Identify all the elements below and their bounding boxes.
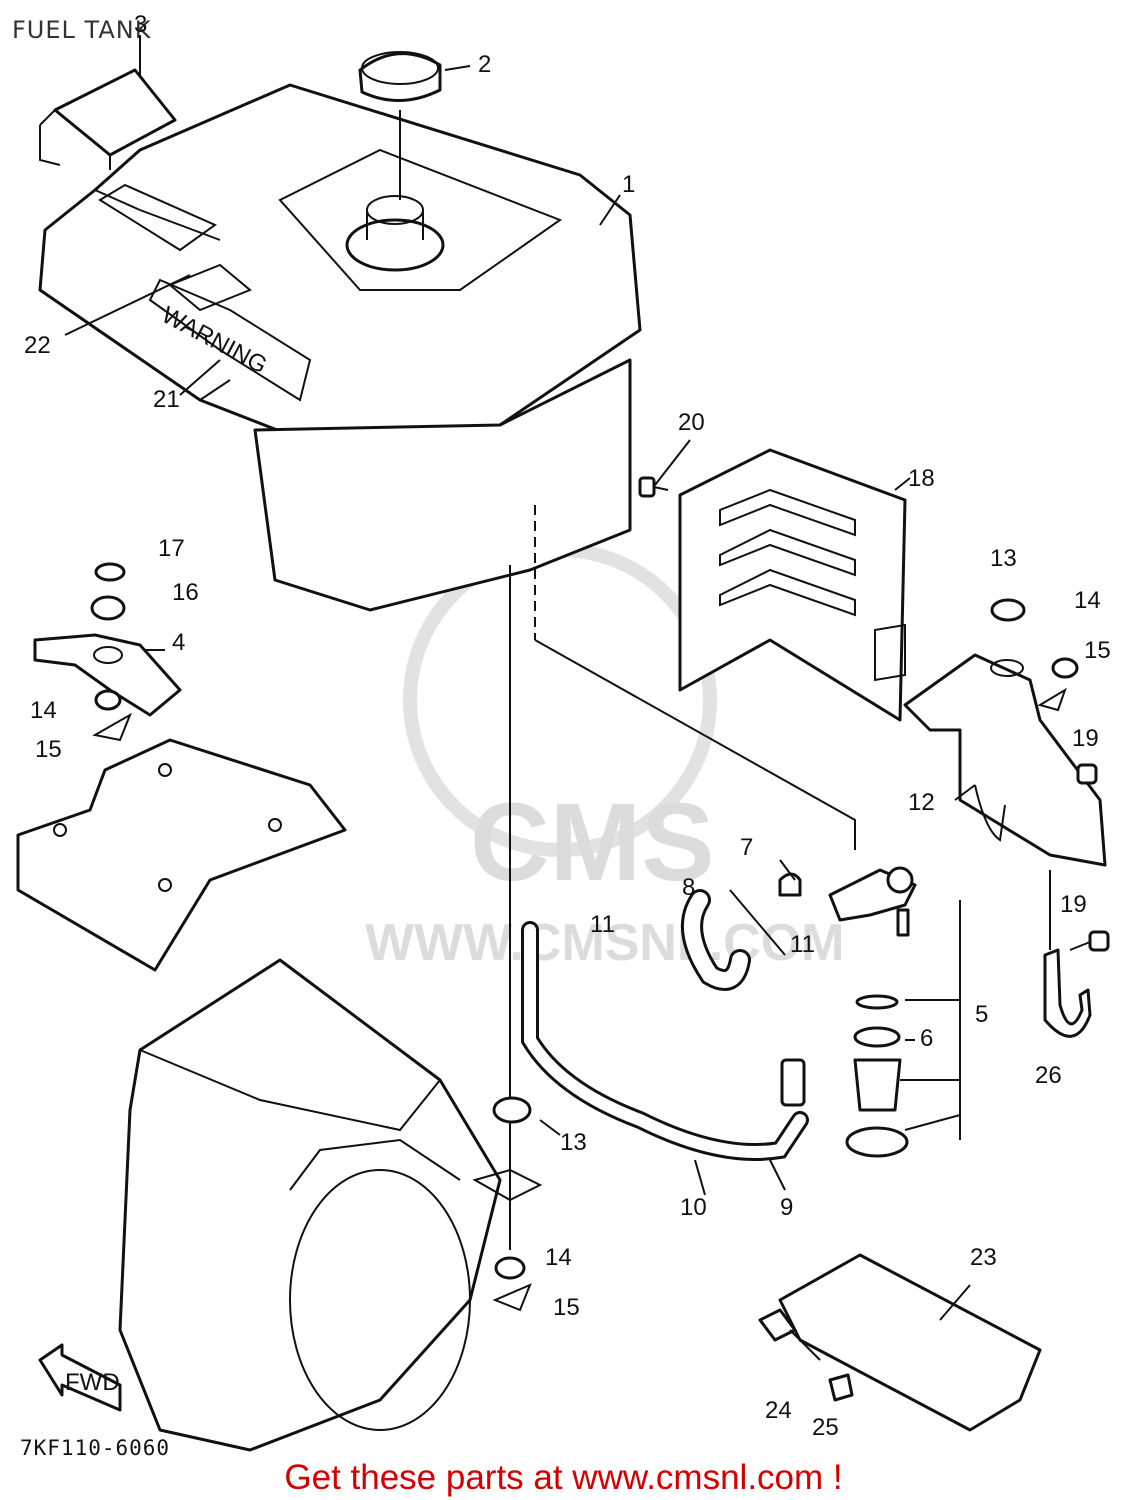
callout-14-lower: 14 [545, 1244, 572, 1271]
callout-22: 22 [24, 332, 51, 359]
callout-leaders [64, 35, 1051, 1321]
assembly-lines [509, 505, 856, 1250]
part-13-14-15-upper-right [990, 598, 1079, 712]
callout-21: 21 [153, 386, 180, 413]
watermark-brand: CMS [470, 781, 714, 904]
callout-24: 24 [765, 1397, 792, 1424]
part-9-10-fuel-pipe [521, 921, 809, 1161]
callout-19-lower: 19 [1060, 891, 1087, 918]
callout-9: 9 [780, 1194, 793, 1221]
callout-11-right: 11 [790, 931, 815, 958]
callout-14-right: 14 [1074, 587, 1101, 614]
part-12-bracket [903, 653, 1107, 867]
callout-10: 10 [680, 1194, 707, 1221]
callout-7: 7 [740, 834, 753, 861]
part-13-14-15-lower [472, 1096, 543, 1312]
callout-numbers: 2 1 3 22 21 17 16 4 14 15 20 18 13 14 15… [24, 11, 1111, 1441]
callout-5: 5 [975, 1001, 988, 1028]
part-23-24-25-guard [758, 1253, 1042, 1432]
callout-16: 16 [172, 579, 199, 606]
part-20-bolt [638, 476, 669, 498]
part-3-bracket [39, 68, 177, 170]
watermark-url: WWW.CMSNL.COM [365, 914, 844, 972]
callout-25: 25 [812, 1414, 839, 1441]
part-19-bolts [1069, 763, 1110, 952]
part-1-fuel-tank: WARNING [38, 83, 642, 612]
part-26-clamp [1043, 948, 1092, 1038]
part-5-fuel-cock [778, 866, 917, 1158]
fwd-arrow: FWD [38, 1343, 122, 1412]
callout-1: 1 [622, 171, 635, 198]
diagram-title: FUEL TANK [12, 16, 152, 44]
callout-15-lower: 15 [553, 1294, 580, 1321]
fwd-label: FWD [65, 1369, 120, 1396]
part-2-fuel-cap [358, 51, 442, 200]
part-8-hose [681, 889, 751, 991]
callout-6: 6 [920, 1025, 933, 1052]
callout-13-right: 13 [990, 545, 1017, 572]
callout-23: 23 [970, 1244, 997, 1271]
callout-3: 3 [134, 11, 147, 38]
callout-4: 4 [172, 629, 185, 656]
callout-2: 2 [478, 51, 491, 78]
part-4-mount-group [33, 562, 182, 742]
callout-19-upper: 19 [1072, 725, 1099, 752]
callout-20: 20 [678, 409, 705, 436]
callout-15-left: 15 [35, 736, 62, 763]
callout-15-right: 15 [1084, 637, 1111, 664]
callout-11-left: 11 [590, 911, 615, 938]
callout-26: 26 [1035, 1062, 1062, 1089]
diagram-code: 7KF110-6060 [20, 1436, 171, 1460]
part-18-heat-shield [678, 448, 907, 722]
callout-12: 12 [908, 789, 935, 816]
callout-17: 17 [158, 535, 185, 562]
callout-13-lower: 13 [560, 1129, 587, 1156]
callout-8: 8 [682, 874, 695, 901]
callout-14-left: 14 [30, 697, 57, 724]
callout-18: 18 [908, 465, 935, 492]
fan-housing [118, 958, 502, 1452]
footer-link[interactable]: Get these parts at www.cmsnl.com ! [284, 1458, 843, 1497]
air-shroud-cover [16, 738, 347, 972]
